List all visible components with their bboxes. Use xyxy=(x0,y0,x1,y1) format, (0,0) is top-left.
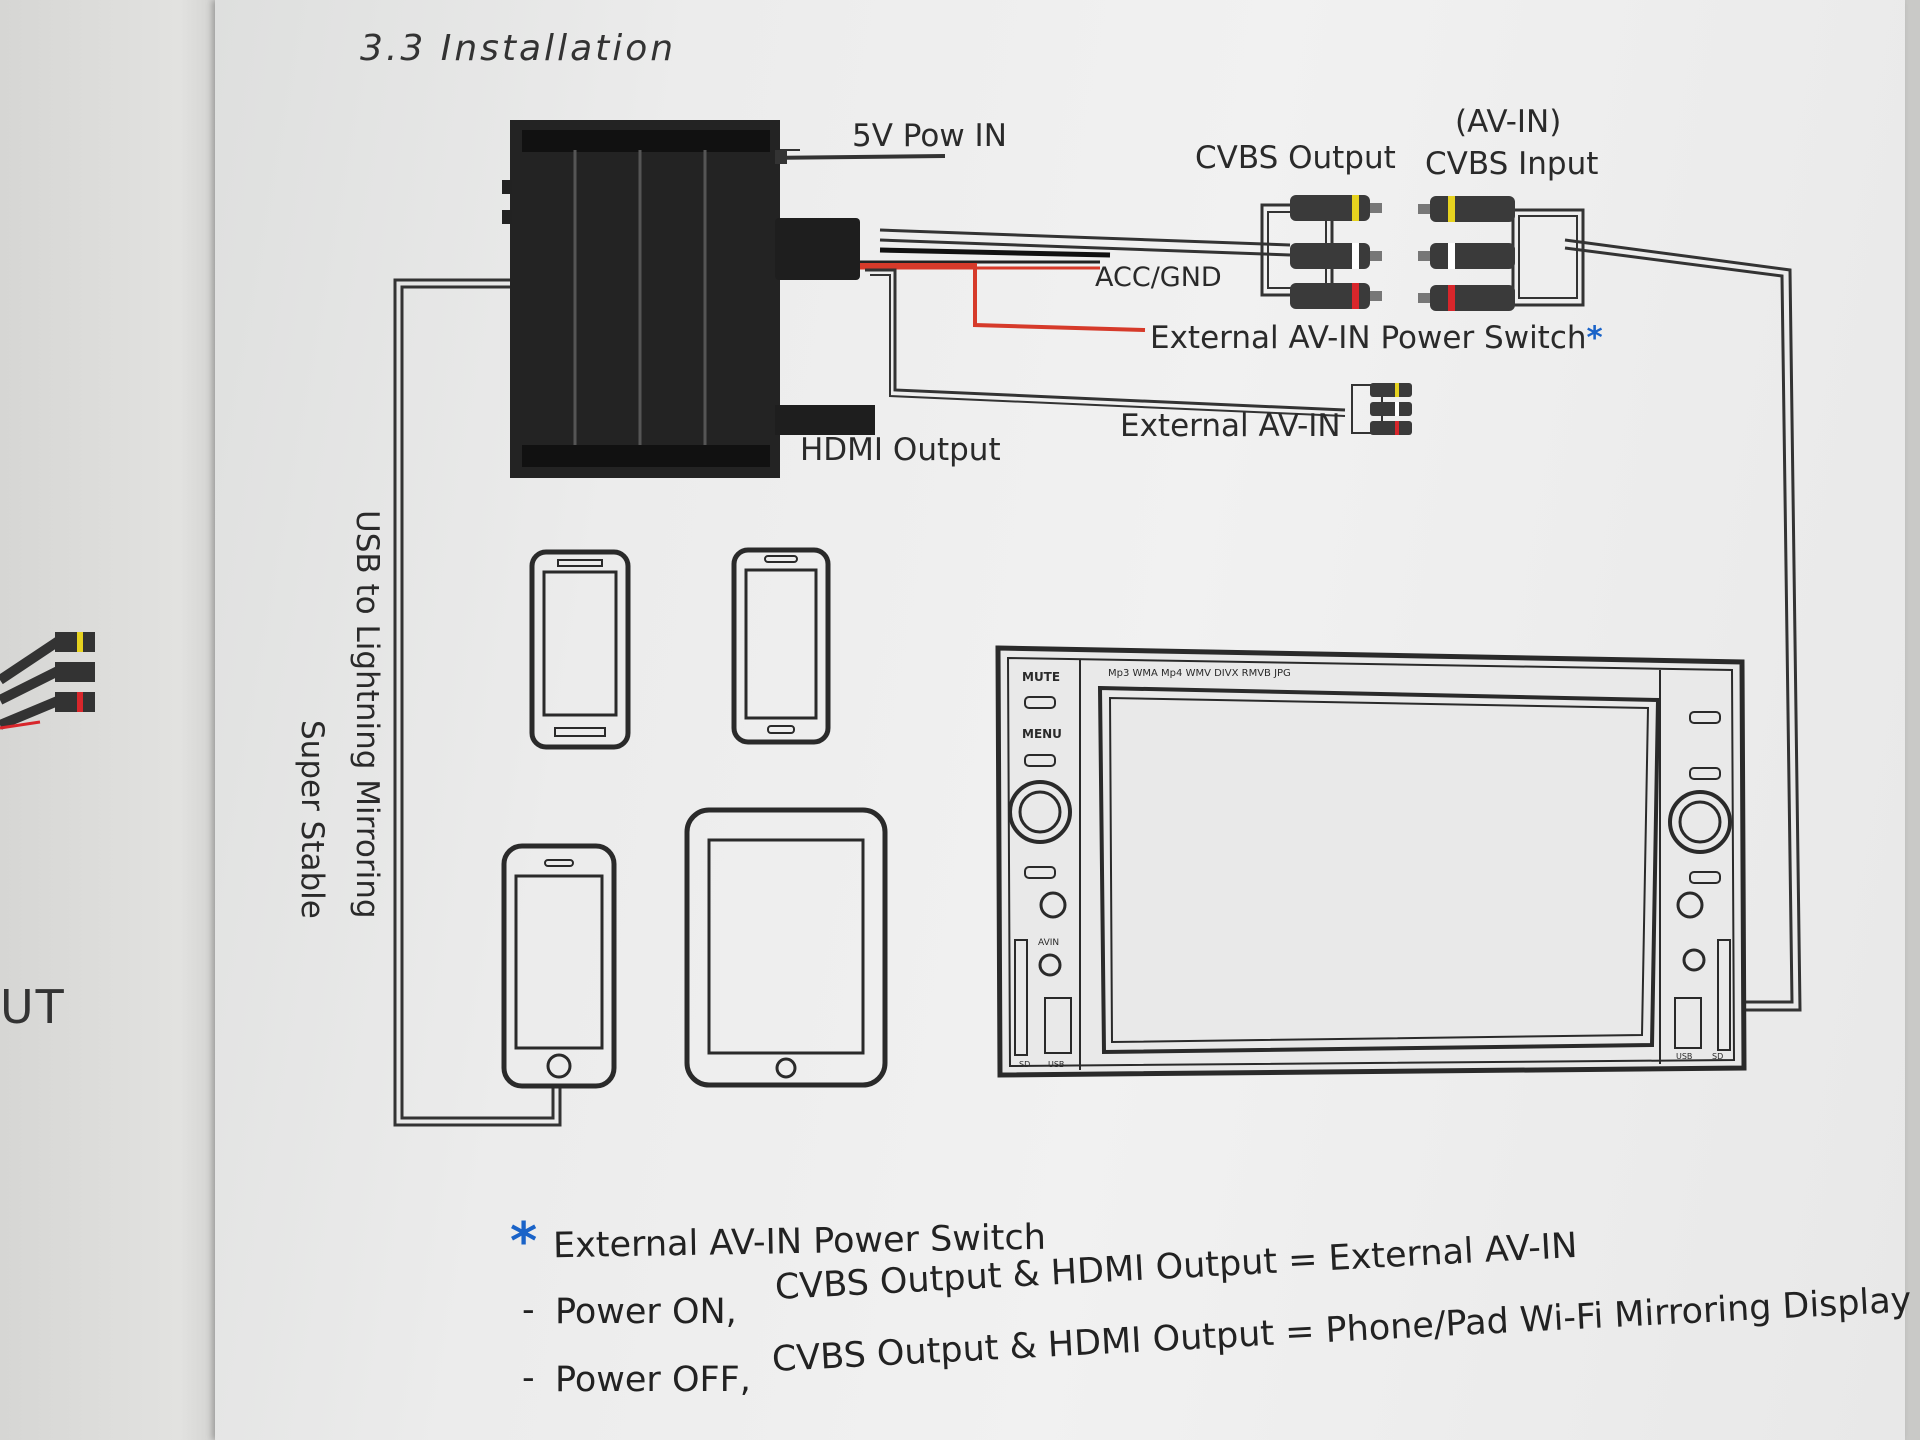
cvbs-input-cable xyxy=(1564,238,1802,1012)
cvbs-output-connectors xyxy=(1290,195,1382,309)
usb-lightning-cable xyxy=(393,278,562,1127)
note-dash-on: - xyxy=(522,1290,535,1330)
cvbs-input-label: CVBS Input xyxy=(1425,146,1599,182)
left-page-fragment: UT xyxy=(0,0,225,1440)
power-off-label: Power OFF, xyxy=(555,1360,751,1400)
external-av-in-connectors xyxy=(1370,383,1412,435)
asterisk-icon: * xyxy=(1586,320,1603,356)
note-asterisk-icon: * xyxy=(510,1212,538,1272)
cvbs-output-label: CVBS Output xyxy=(1195,140,1396,176)
avin-label: AVIN xyxy=(1038,938,1060,948)
left-rca-cables xyxy=(0,632,95,730)
power-wire xyxy=(759,154,946,160)
converter-box xyxy=(502,120,875,478)
usb-label-right: USB xyxy=(1676,1052,1693,1061)
super-stable-label: Super Stable xyxy=(294,720,330,919)
left-page-text: UT xyxy=(0,980,66,1034)
sd-label-right: SD xyxy=(1712,1052,1724,1061)
av-in-label: (AV-IN) xyxy=(1455,104,1562,140)
usb-label-left: USB xyxy=(1048,1060,1065,1069)
mute-label: MUTE xyxy=(1022,670,1061,684)
power-on-label: Power ON, xyxy=(555,1292,737,1332)
external-av-wire xyxy=(865,268,1346,412)
menu-label: MENU xyxy=(1022,727,1062,741)
ipad-icon xyxy=(684,807,888,1088)
iphone-icon xyxy=(501,843,617,1089)
acc-gnd-label: ACC/GND xyxy=(1095,262,1222,293)
sd-label-left: SD xyxy=(1019,1060,1031,1069)
external-av-in-label: External AV-IN xyxy=(1120,408,1341,444)
android-phone-icon xyxy=(529,549,631,750)
power-switch-wire xyxy=(860,263,1146,332)
external-power-switch-text: External AV-IN Power Switch xyxy=(1150,320,1587,356)
cvbs-bundle xyxy=(879,228,1291,247)
smartphone-icon xyxy=(731,547,831,745)
power-in-label: 5V Pow IN xyxy=(852,118,1007,154)
usb-lightning-label: USB to Lightning Mirroring xyxy=(349,510,385,919)
note-dash-off: - xyxy=(522,1358,535,1398)
hdmi-output-label: HDMI Output xyxy=(800,432,1001,468)
section-title: 3.3 Installation xyxy=(360,28,677,69)
external-power-switch-label: External AV-IN Power Switch* xyxy=(1150,320,1603,356)
format-text: Mp3 WMA Mp4 WMV DIVX RMVB JPG xyxy=(1108,668,1291,679)
cvbs-input-connectors xyxy=(1418,196,1515,311)
car-head-unit xyxy=(995,645,1747,1078)
